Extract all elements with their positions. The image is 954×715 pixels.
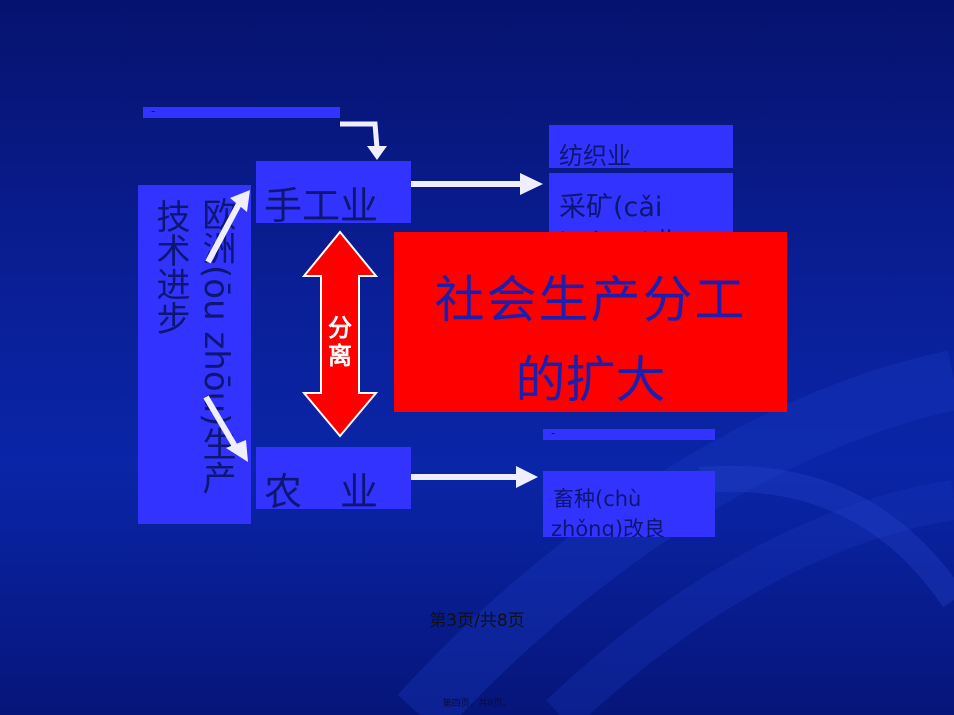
arrow-handicraft-right [411,173,543,195]
left-column-box: 欧洲(ōu zhōu)生产 技术进步 [138,185,251,524]
breeding-box: 畜种(chù zhǒng)改良 [543,471,715,537]
top-bar: - [143,104,340,118]
highlight-line-2: 的扩大 [515,351,666,409]
right-bar: - [543,426,715,440]
breeding-label: 畜种(chù [553,487,642,511]
arrow-agriculture-right [411,466,538,488]
right-bar-label: - [551,426,556,440]
handicraft-label: 手工业 [264,184,379,223]
arrow-top-to-handicraft [340,121,387,160]
handicraft-box: 手工业 [256,161,411,223]
arrow-diag-down [203,395,248,462]
footer-text: 第四页，共8页。 [442,699,512,709]
left-column-text-a: 技术进步 [150,199,190,335]
top-bar-label: - [151,104,156,118]
textile-box: 纺织业 [549,125,733,168]
textile-label: 纺织业 [559,142,631,168]
breeding-label-cut: zhǒng)改良 [551,517,666,537]
arrow-diag-up [205,190,250,264]
split-label: 分离 [328,314,352,370]
agriculture-box: 农 业 [256,447,411,509]
mining-label-cut: kuàng)业 [559,221,679,233]
mining-box: 采矿(cǎi kuàng)业 [549,173,733,233]
split-double-arrow [301,230,379,438]
page-number: 第3页/共8页 [429,611,525,631]
highlight-line-1: 社会生产分工 [434,271,747,329]
mining-label: 采矿(cǎi [559,192,663,223]
agriculture-label: 农 业 [264,470,379,509]
highlight-box: 社会生产分工 的扩大 [394,232,787,412]
